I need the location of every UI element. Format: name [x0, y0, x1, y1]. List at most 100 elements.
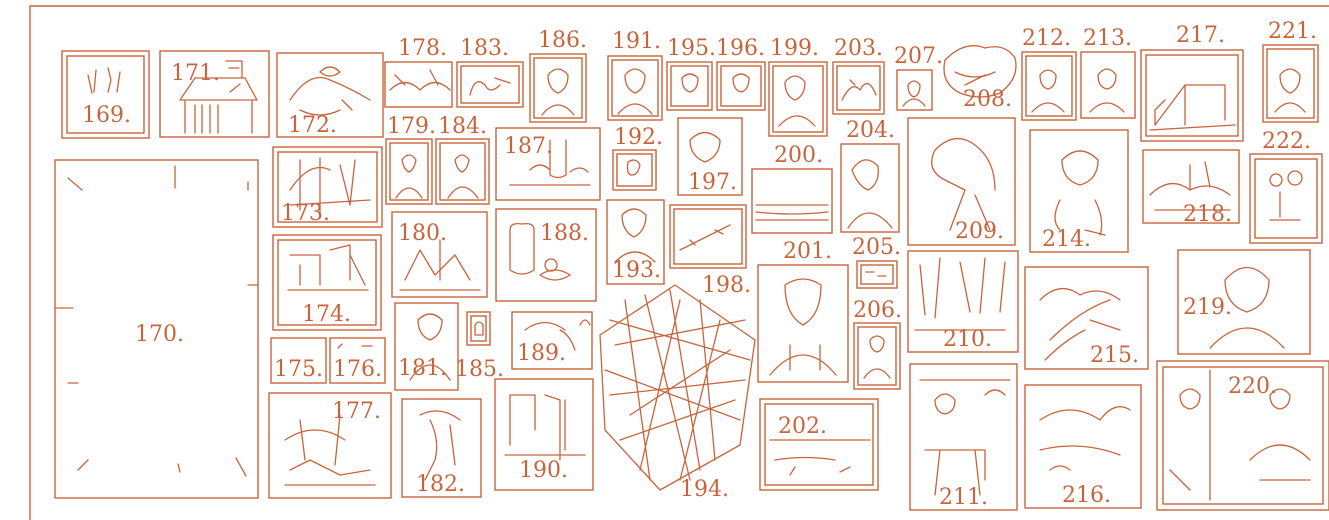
painting-192: 192. [613, 125, 663, 190]
label-189: 189. [517, 341, 566, 366]
wall-outline [30, 6, 1329, 520]
label-205: 205. [852, 235, 901, 260]
painting-212: 212. [1022, 26, 1076, 120]
painting-195: 195. [667, 36, 716, 110]
label-177: 177. [332, 399, 381, 424]
painting-222: 222. [1250, 129, 1322, 243]
label-195: 195. [667, 36, 716, 61]
label-186: 186. [538, 28, 587, 53]
painting-194: 194. [600, 285, 755, 502]
label-176: 176. [333, 357, 382, 382]
painting-196: 196. [716, 36, 765, 110]
painting-184: 184. [436, 114, 489, 204]
painting-216: 216. [1025, 385, 1141, 508]
label-222: 222. [1262, 129, 1311, 154]
label-217: 217. [1176, 23, 1225, 48]
painting-179: 179. [386, 114, 436, 204]
label-187: 187. [504, 134, 553, 159]
painting-214: 214. [1030, 130, 1128, 252]
label-199: 199. [770, 36, 819, 61]
painting-199: 199. [769, 36, 827, 136]
painting-189: 189. [512, 312, 592, 369]
painting-175: 175. [271, 338, 326, 383]
label-191: 191. [612, 29, 661, 54]
painting-191: 191. [608, 29, 662, 120]
painting-201: 201. [758, 239, 848, 382]
label-215: 215. [1090, 343, 1139, 368]
label-169: 169. [82, 103, 131, 128]
painting-190: 190. [495, 379, 593, 490]
label-181: 181. [398, 356, 447, 381]
label-208: 208. [963, 87, 1012, 112]
painting-219: 219. [1178, 250, 1310, 354]
painting-215: 215. [1025, 267, 1148, 369]
label-192: 192. [614, 125, 663, 150]
label-200: 200. [774, 143, 823, 168]
label-173: 173. [281, 201, 330, 226]
label-203: 203. [834, 36, 883, 61]
label-185: 185. [455, 357, 504, 382]
painting-186: 186. [530, 28, 587, 122]
label-201: 201. [783, 239, 832, 264]
label-207: 207. [894, 44, 943, 69]
label-216: 216. [1062, 483, 1111, 508]
painting-173: 173. [273, 147, 382, 227]
painting-221: 221. [1263, 19, 1318, 122]
painting-208: 208. [944, 46, 1016, 112]
painting-207: 207. [894, 44, 943, 110]
label-188: 188. [540, 221, 589, 246]
painting-188: 188. [496, 209, 596, 301]
painting-177: 177. [269, 393, 391, 498]
label-211: 211. [939, 485, 988, 510]
label-196: 196. [716, 36, 765, 61]
label-178: 178. [398, 36, 447, 61]
painting-200: 200. [752, 143, 832, 233]
painting-182: 182. [402, 399, 481, 497]
painting-210: 210. [908, 251, 1018, 352]
label-212: 212. [1022, 26, 1071, 51]
painting-170: 170. [55, 160, 258, 498]
label-184: 184. [438, 114, 487, 139]
label-171: 171. [171, 61, 220, 86]
label-182: 182. [416, 472, 465, 497]
label-172: 172. [288, 113, 337, 138]
label-170: 170. [135, 322, 184, 347]
label-197: 197. [688, 170, 737, 195]
label-210: 210. [943, 327, 992, 352]
painting-178: 178. [385, 36, 452, 107]
label-214: 214. [1042, 227, 1091, 252]
painting-172: 172. [277, 53, 383, 138]
painting-174: 174. [273, 235, 381, 330]
label-194: 194. [680, 477, 729, 502]
painting-187: 187. [496, 128, 600, 200]
label-220: 220. [1228, 374, 1277, 399]
painting-203: 203. [833, 36, 884, 114]
label-219: 219. [1183, 295, 1232, 320]
label-190: 190. [519, 458, 568, 483]
painting-183: 183. [457, 36, 523, 107]
label-209: 209. [955, 219, 1004, 244]
label-175: 175. [274, 357, 323, 382]
label-213: 213. [1083, 26, 1132, 51]
painting-205: 205. [852, 235, 901, 288]
painting-171: 171. [160, 51, 269, 137]
painting-218: 218. [1143, 150, 1239, 227]
label-179: 179. [387, 114, 436, 139]
painting-213: 213. [1081, 26, 1135, 118]
painting-217: 217. [1141, 23, 1243, 141]
label-202: 202. [778, 414, 827, 439]
label-204: 204. [846, 118, 895, 143]
label-218: 218. [1183, 202, 1232, 227]
label-193: 193. [612, 258, 661, 283]
painting-211: 211. [910, 364, 1017, 510]
painting-180: 180. [392, 212, 487, 297]
label-221: 221. [1268, 19, 1317, 44]
painting-206: 206. [853, 298, 902, 389]
painting-220: 220. [1157, 361, 1329, 510]
painting-209: 209. [908, 118, 1015, 245]
painting-204: 204. [841, 118, 899, 232]
painting-197: 197. [678, 118, 742, 195]
label-183: 183. [460, 36, 509, 61]
painting-198: 198. [670, 205, 751, 298]
